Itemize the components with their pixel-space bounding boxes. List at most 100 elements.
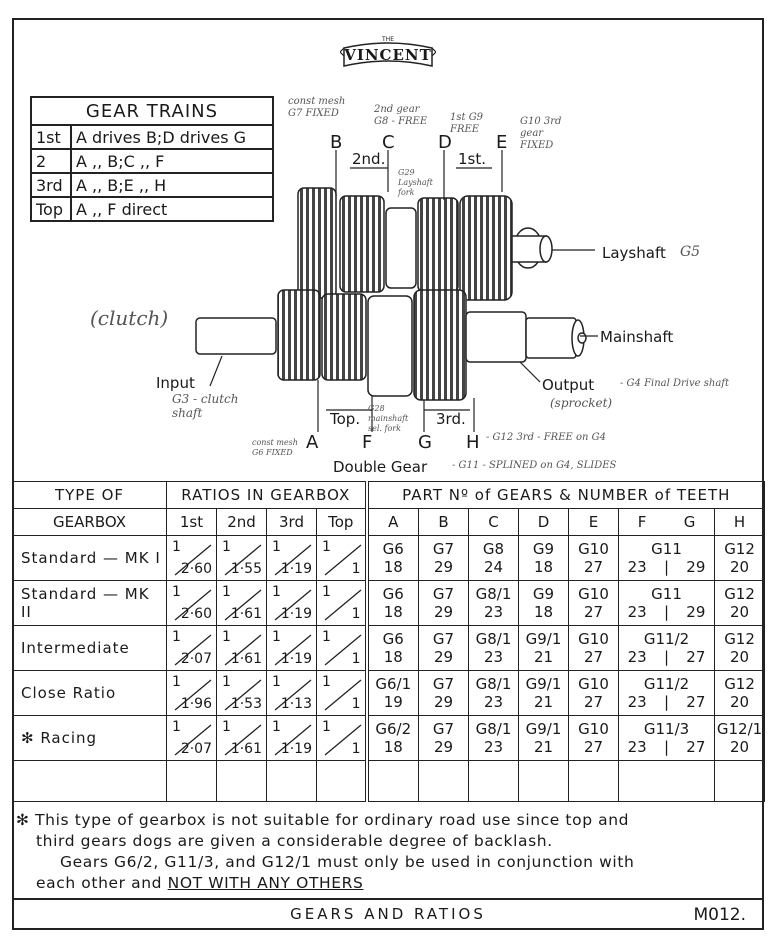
part-number: G6 [382, 630, 404, 648]
part-cell: G6/1 19 [366, 670, 420, 716]
ratio-denominator: 1 [351, 651, 361, 667]
part-number: G12 [724, 675, 755, 693]
ratio-cell: 1 1 [315, 625, 369, 671]
part-number: G10 [578, 720, 609, 738]
ratio-slash [174, 634, 212, 666]
part-cell: G6 18 [366, 625, 420, 671]
teeth-count-g: 27 [686, 693, 706, 711]
input-label: Input [156, 374, 195, 392]
handwritten-note-d: 1st G9 FREE [450, 112, 484, 135]
ratio-denominator: 1·61 [230, 606, 262, 622]
teeth-count: 21 [533, 648, 554, 666]
part-cell: G9 18 [518, 580, 570, 626]
teeth-count: 29 [433, 738, 454, 756]
part-col-header: E [568, 508, 620, 536]
ratio-numerator: 1 [172, 584, 181, 600]
ratio-slash [274, 634, 312, 666]
ratio-denominator: 1·19 [280, 741, 312, 757]
ratios-header: RATIOS IN GEARBOX [165, 481, 369, 509]
ratio-denominator: 2·07 [180, 741, 212, 757]
mainshaft-gears [195, 289, 587, 401]
mainshaft-label: Mainshaft [600, 328, 674, 346]
teeth-count: 20 [730, 648, 750, 666]
gear-letter-d: D [438, 132, 452, 153]
part-number: G6/1 [375, 675, 412, 693]
footnote-line: ✻ This type of gearbox is not suitable f… [16, 811, 630, 829]
part-number: G8/1 [475, 675, 512, 693]
part-cell: G7 29 [418, 535, 470, 581]
ratio-slash [224, 544, 262, 576]
ratio-numerator: 1 [222, 674, 231, 690]
ratio-col-header: 3rd [266, 508, 317, 536]
ratio-numerator: 1 [272, 539, 281, 555]
part-number: G8 [482, 540, 505, 558]
part-number: G8/1 [475, 720, 512, 738]
ratio-cell: 1 1 [315, 715, 369, 761]
ratio-cell: 1 1 [315, 535, 369, 581]
gear-letter-h: H [466, 432, 480, 453]
part-number: G11 [651, 585, 682, 603]
handwritten-sprocket: (sprocket) [550, 396, 613, 410]
teeth-count: 18 [533, 558, 554, 576]
part-number: G9/1 [525, 630, 562, 648]
part-number: G7 [432, 675, 455, 693]
handwritten-note-b: const mesh G7 FIXED [288, 96, 346, 119]
teeth-count-f: 23 [627, 558, 647, 576]
footnote-warning: NOT WITH ANY OTHERS [167, 874, 364, 892]
ratio-denominator: 1·53 [230, 696, 262, 712]
teeth-count: 24 [483, 558, 504, 576]
handwritten-note-e: G10 3rd gear FIXED [520, 116, 562, 151]
ratio-numerator: 1 [172, 629, 181, 645]
part-cell-fg: G11 23|29 [618, 580, 716, 626]
ratio-slash [324, 679, 362, 711]
part-col-header: C [468, 508, 520, 536]
part-cell: G6 18 [366, 580, 420, 626]
ratio-cell: 1 1·19 [266, 715, 317, 761]
teeth-count: 20 [730, 603, 750, 621]
ratio-slash [224, 724, 262, 756]
teeth-count: 27 [583, 738, 604, 756]
part-cell: G8/1 23 [468, 670, 520, 716]
handwritten-note-c: 2nd gear G8 - FREE [374, 104, 428, 127]
teeth-count: 23 [483, 738, 504, 756]
ratio-cell: 1 1·61 [216, 580, 267, 626]
ratio-col-header: 2nd [216, 508, 267, 536]
teeth-count: 18 [383, 603, 403, 621]
ratio-cell: 1 1 [315, 670, 369, 716]
ratio-cell: 1 1·13 [266, 670, 317, 716]
gearbox-row: ✻ Racing 1 2·07 1 1·61 1 1·19 1 1 G6/2 1… [12, 715, 766, 761]
ratio-denominator: 1·61 [230, 741, 262, 757]
gear-train-desc: A ,, F direct [70, 196, 274, 222]
part-cell: G9/1 21 [518, 715, 570, 761]
ratio-denominator: 2·60 [180, 561, 212, 577]
logo-small-text: THE [382, 36, 394, 43]
footnote-line: each other and NOT WITH ANY OTHERS [16, 873, 756, 894]
gearbox-type: Standard — MK I [12, 535, 167, 581]
teeth-count: 27 [583, 558, 604, 576]
teeth-count: 29 [433, 603, 454, 621]
teeth-count: 20 [730, 558, 750, 576]
teeth-count-f: 23 [627, 693, 647, 711]
part-cell: G7 29 [418, 670, 470, 716]
teeth-count: 23 [483, 603, 504, 621]
ratio-slash [174, 724, 212, 756]
footer-title: GEARS AND RATIOS [290, 905, 486, 923]
part-number: G7 [432, 585, 455, 603]
drawing-code: M012. [693, 905, 746, 925]
ratio-denominator: 1·55 [230, 561, 262, 577]
gear-label: 2 [30, 148, 72, 174]
part-number: G12 [724, 540, 755, 558]
gearbox-row: Close Ratio 1 1·96 1 1·53 1 1·13 1 1 G6/… [12, 670, 766, 716]
gear-train-desc: A drives B;D drives G [70, 124, 274, 150]
teeth-count: 21 [533, 738, 554, 756]
part-cell: G9/1 21 [518, 670, 570, 716]
part-cell: G8/1 23 [468, 715, 520, 761]
ratio-denominator: 1·61 [230, 651, 262, 667]
handwritten-note-a: const mesh G6 FIXED [252, 438, 298, 457]
ratio-slash [274, 589, 312, 621]
teeth-count: 21 [533, 693, 554, 711]
ratio-denominator: 2·07 [180, 651, 212, 667]
layshaft-label: Layshaft [602, 244, 666, 262]
ratio-numerator: 1 [222, 539, 231, 555]
